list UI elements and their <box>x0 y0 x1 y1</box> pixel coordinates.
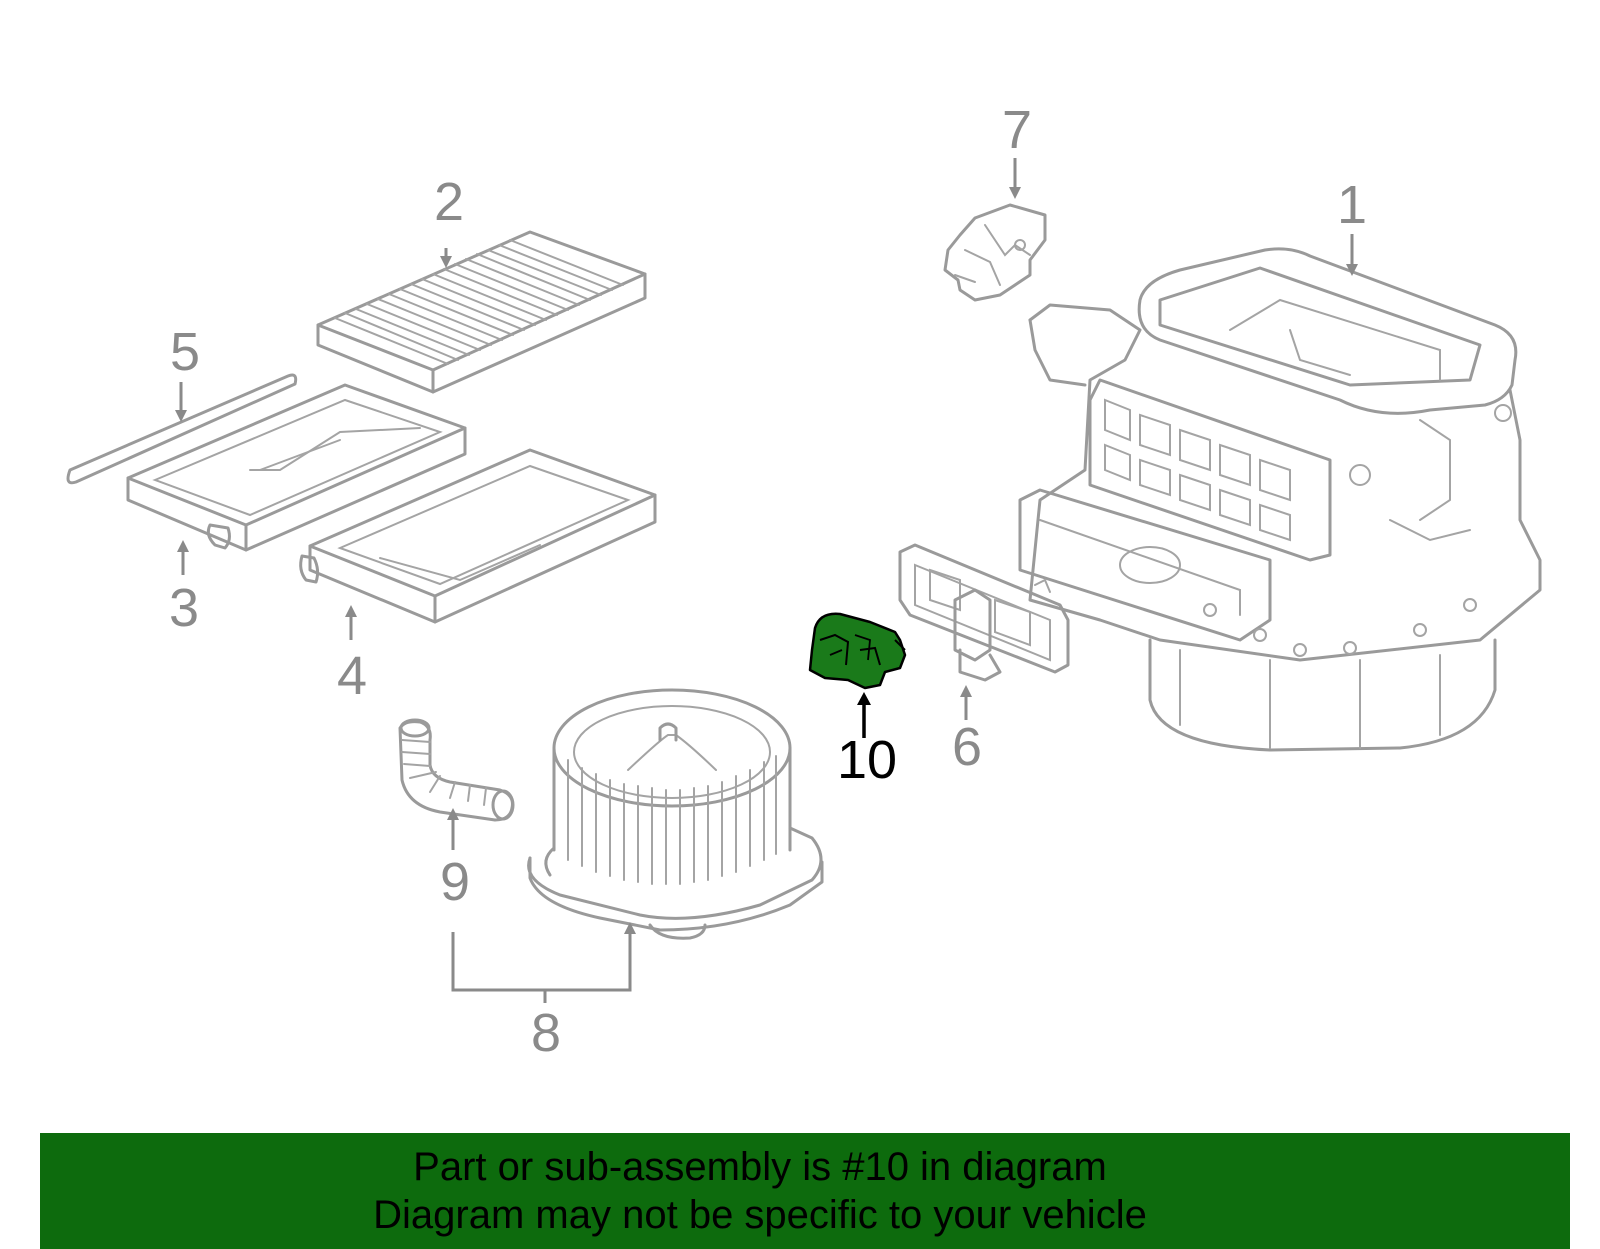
part-6-duct[interactable] <box>898 543 1070 682</box>
arrow-1 <box>1346 264 1358 276</box>
leader-8 <box>451 930 632 1003</box>
part-5-rod[interactable] <box>66 373 298 485</box>
leader-lines <box>175 158 1358 1003</box>
arrow-10 <box>857 692 871 705</box>
part-4-filter-frame[interactable] <box>299 448 657 624</box>
arrow-6 <box>960 685 972 697</box>
label-1[interactable]: 1 <box>1337 175 1367 235</box>
part-10-resistor[interactable] <box>808 612 907 690</box>
label-5[interactable]: 5 <box>170 322 200 382</box>
part-9-hose[interactable] <box>398 718 515 822</box>
arrow-2 <box>440 256 452 268</box>
arrow-3 <box>177 540 189 552</box>
label-4[interactable]: 4 <box>337 646 367 706</box>
part-labels: 1 2 3 4 5 6 7 8 9 10 <box>169 100 1367 1063</box>
label-7[interactable]: 7 <box>1002 100 1032 160</box>
label-9[interactable]: 9 <box>440 852 470 912</box>
part-3-filter-frame[interactable] <box>126 383 467 552</box>
part-1-blower-housing[interactable] <box>1018 247 1542 752</box>
banner-line-1: Part or sub-assembly is #10 in diagram <box>413 1145 1107 1189</box>
part-2-air-filter[interactable] <box>316 230 647 394</box>
arrow-5 <box>175 410 187 422</box>
arrow-4 <box>345 605 357 617</box>
label-10[interactable]: 10 <box>837 730 897 790</box>
info-banner: Part or sub-assembly is #10 in diagram D… <box>40 1133 1570 1249</box>
arrow-9 <box>447 808 459 820</box>
label-8[interactable]: 8 <box>531 1003 561 1063</box>
label-6[interactable]: 6 <box>952 717 982 777</box>
banner-line-2: Diagram may not be specific to your vehi… <box>373 1193 1147 1237</box>
arrow-8 <box>624 922 636 934</box>
label-2[interactable]: 2 <box>434 172 464 232</box>
label-3[interactable]: 3 <box>169 578 199 638</box>
part-8-blower-motor[interactable] <box>527 688 824 940</box>
arrow-7 <box>1009 187 1021 199</box>
part-7-actuator[interactable] <box>943 203 1047 302</box>
